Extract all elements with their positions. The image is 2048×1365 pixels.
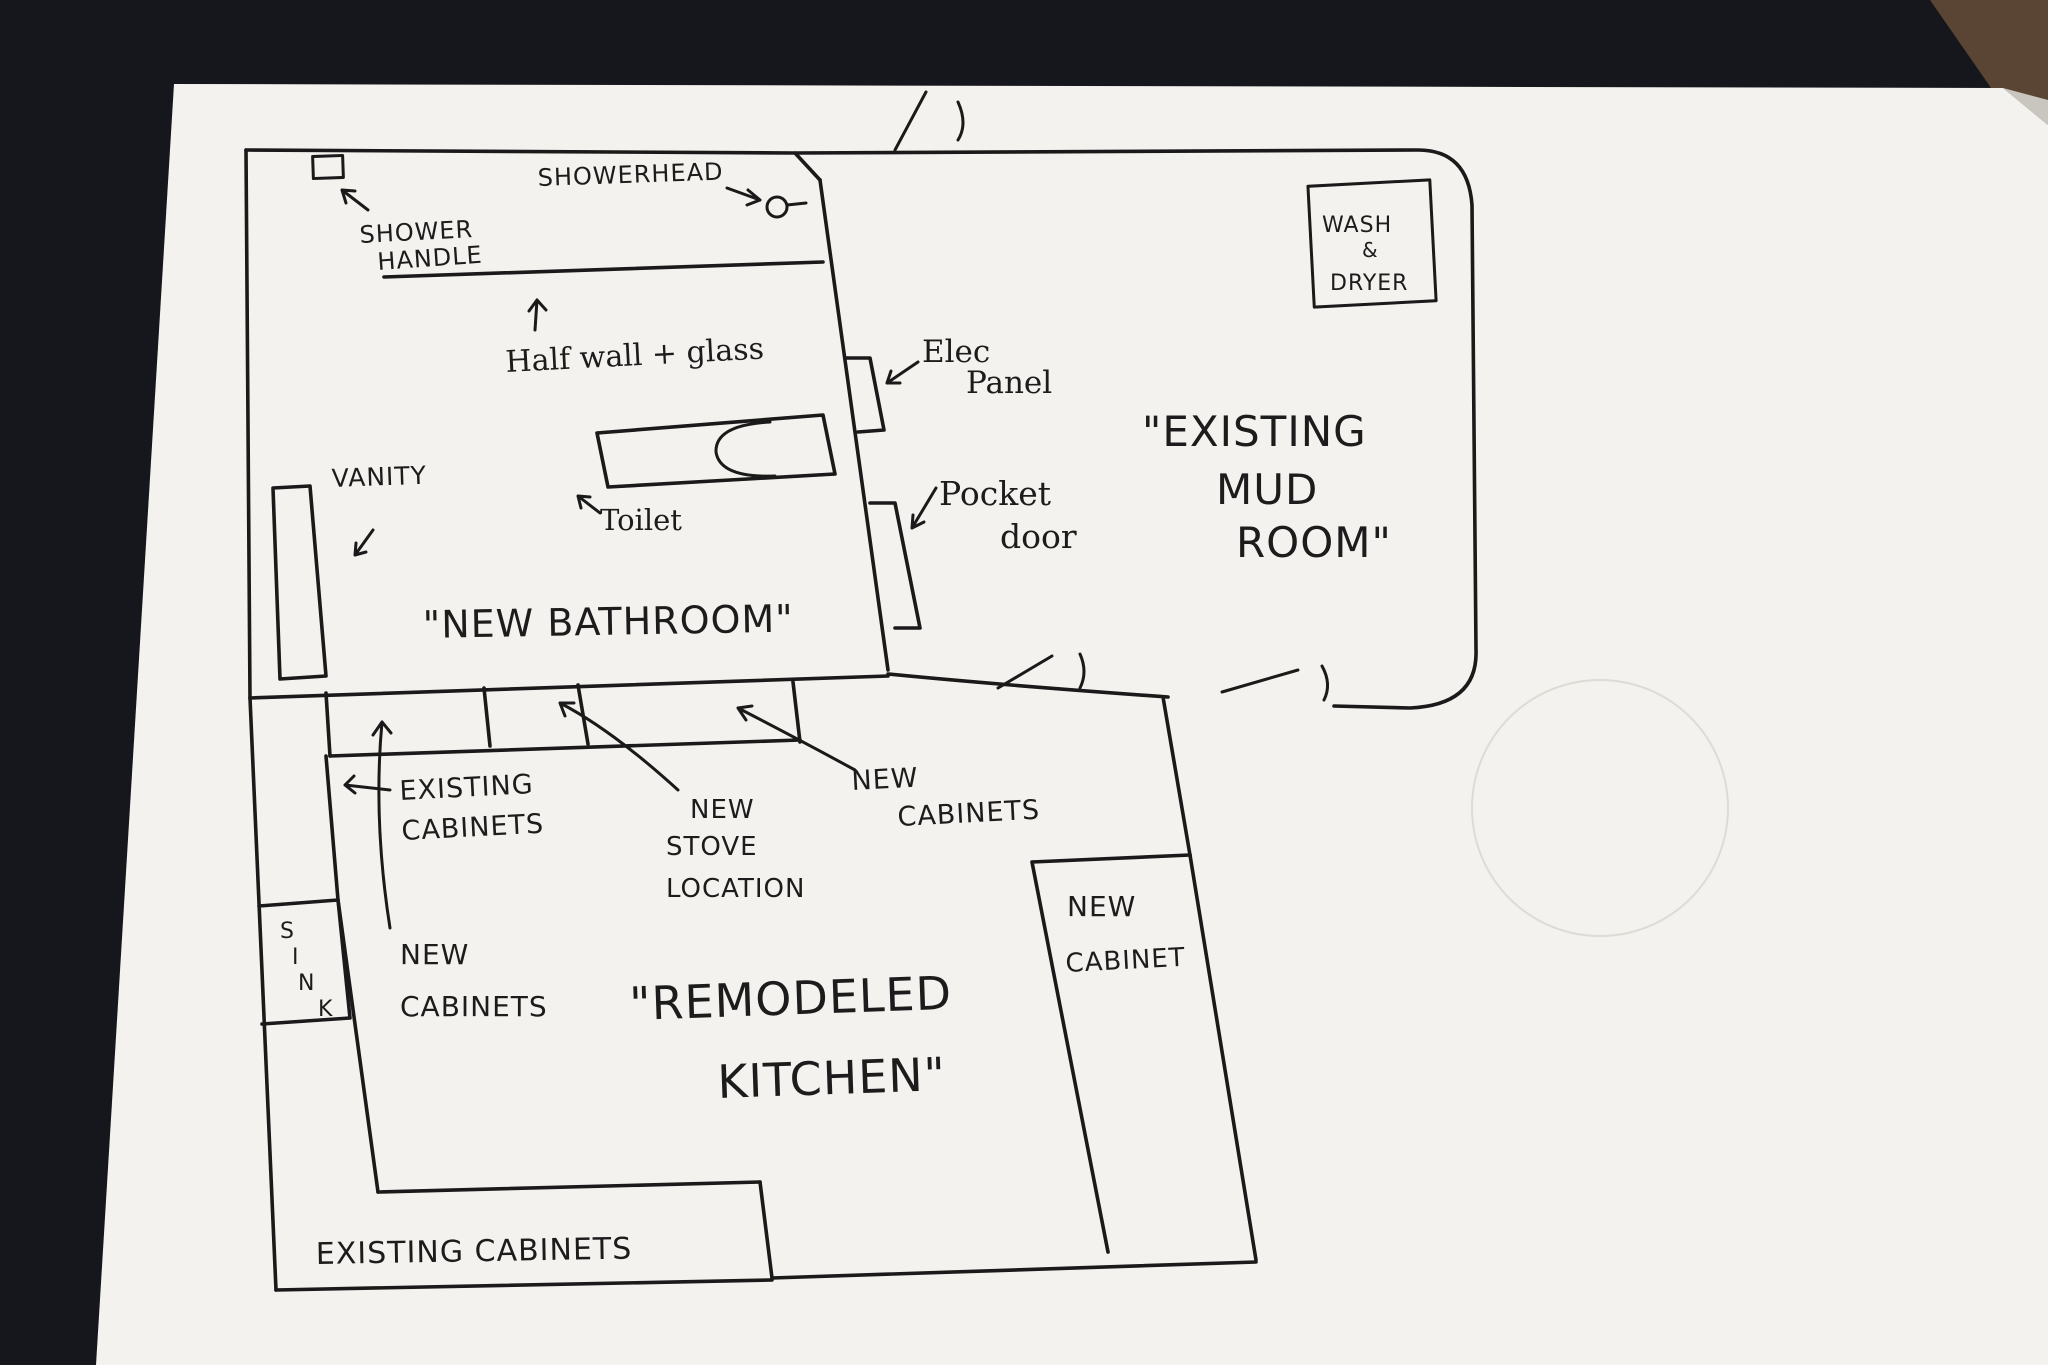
mud-room-outline	[793, 148, 1478, 710]
new-cabinets-top-label-line2: CABINETS	[897, 795, 1041, 833]
new-cabinets-left-label-line1: NEW	[400, 938, 469, 971]
sink-label-i: I	[292, 945, 300, 970]
bathroom-title: "NEW BATHROOM"	[422, 597, 794, 647]
new-stove-label-line1: NEW	[690, 795, 755, 825]
new-cabinet-right-label-line2: CABINET	[1065, 943, 1187, 979]
new-cabinet-right-box	[1030, 853, 1192, 1254]
shower-handle-label-line1: SHOWER	[359, 215, 474, 249]
vanity-block	[271, 484, 328, 681]
new-cabinet-right-label-line1: NEW	[1067, 890, 1136, 923]
existing-cabinets-top-label-line2: CABINETS	[401, 809, 545, 847]
showerhead-symbol	[765, 195, 789, 219]
mud-room-door-marks	[996, 652, 1329, 702]
paper-shadow-edge	[2003, 88, 2048, 125]
vanity-label: VANITY	[331, 461, 427, 493]
sink-label-k: K	[318, 997, 333, 1022]
new-cabinets-top-label-line1: NEW	[851, 763, 919, 797]
toilet-symbol	[595, 413, 837, 489]
kitchen-title-line2: KITCHEN"	[716, 1047, 946, 1109]
washer-dryer-label-line3: DRYER	[1330, 271, 1408, 296]
toilet-label: Toilet	[600, 503, 682, 537]
shower-handle-box	[311, 153, 345, 181]
mud-room-title-line2: MUD	[1216, 465, 1318, 514]
paper-sheet	[96, 84, 2048, 1365]
new-cabinets-left-label-line2: CABINETS	[400, 990, 548, 1023]
annotation-arrows	[340, 186, 938, 930]
existing-cabinets-bottom-label: EXISTING CABINETS	[316, 1231, 633, 1272]
paper-circle-impression	[1471, 679, 1729, 937]
showerhead-label: SHOWERHEAD	[537, 158, 724, 192]
elec-panel-label-line1: Elec	[922, 334, 990, 370]
sink-box	[257, 898, 352, 1026]
sink-label-s: S	[280, 919, 295, 944]
new-stove-label-line2: STOVE	[666, 832, 758, 862]
mud-room-title-line1: "EXISTING	[1142, 407, 1367, 456]
half-wall-line	[382, 260, 825, 279]
kitchen-outline	[248, 695, 1258, 1292]
sink-label-n: N	[298, 971, 315, 996]
elec-panel-label-line2: Panel	[966, 365, 1052, 401]
pocket-door-label-line1: Pocket	[939, 474, 1051, 513]
mud-room-title-line3: ROOM"	[1236, 518, 1392, 567]
pocket-door-box	[868, 501, 922, 630]
elec-panel-box	[844, 356, 886, 434]
washer-dryer-label-line1: WASH	[1322, 213, 1392, 238]
kitchen-title-line1: "REMODELED	[628, 966, 952, 1031]
new-stove-label-line3: LOCATION	[666, 874, 805, 904]
pocket-door-label-line2: door	[1000, 517, 1077, 556]
washer-dryer-box	[1306, 178, 1438, 309]
top-door-mark	[893, 90, 965, 152]
existing-cabinets-top-label-line1: EXISTING	[399, 769, 535, 807]
washer-dryer-label-line2: &	[1362, 238, 1379, 262]
